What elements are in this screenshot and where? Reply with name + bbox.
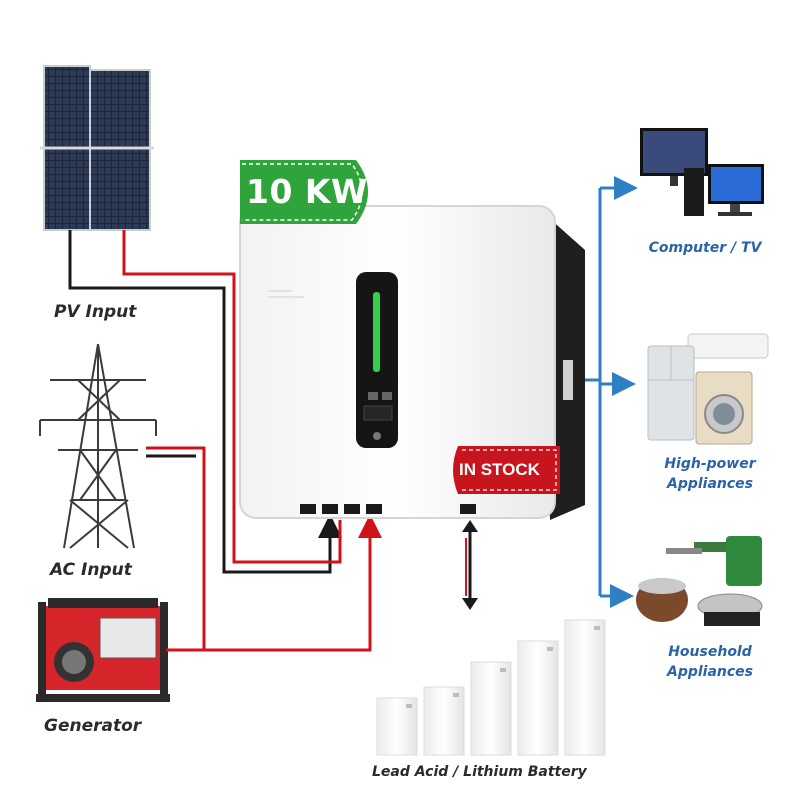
appliances-icon	[647, 333, 769, 445]
inverter-icon	[239, 205, 585, 520]
pv-input-label: PV Input	[54, 302, 137, 322]
high-power-line1: High-power	[664, 456, 756, 472]
battery-label: Lead Acid / Lithium Battery	[372, 764, 587, 780]
solar-panel-icon	[40, 65, 154, 231]
generator-icon	[36, 598, 170, 702]
stock-text: IN STOCK	[459, 460, 540, 479]
computer-tv-text: Computer / TV	[648, 240, 762, 256]
battery-icon	[376, 619, 606, 756]
generator-label: Generator	[44, 716, 142, 736]
stock-badge: IN STOCK	[448, 446, 560, 494]
ac-input-label: AC Input	[50, 560, 132, 580]
power-rating-badge: 10 KW	[240, 160, 380, 224]
high-power-line2: Appliances	[666, 476, 754, 492]
computer-tv-icon	[640, 128, 764, 216]
household-label: Household Appliances	[650, 642, 770, 682]
household-line2: Appliances	[666, 664, 754, 680]
power-rating-text: 10 KW	[246, 172, 368, 211]
high-power-label: High-power Appliances	[650, 454, 770, 494]
household-icon	[636, 536, 763, 626]
computer-tv-label: Computer / TV	[640, 238, 770, 258]
power-tower-icon	[39, 343, 157, 549]
household-line1: Household	[668, 644, 752, 660]
